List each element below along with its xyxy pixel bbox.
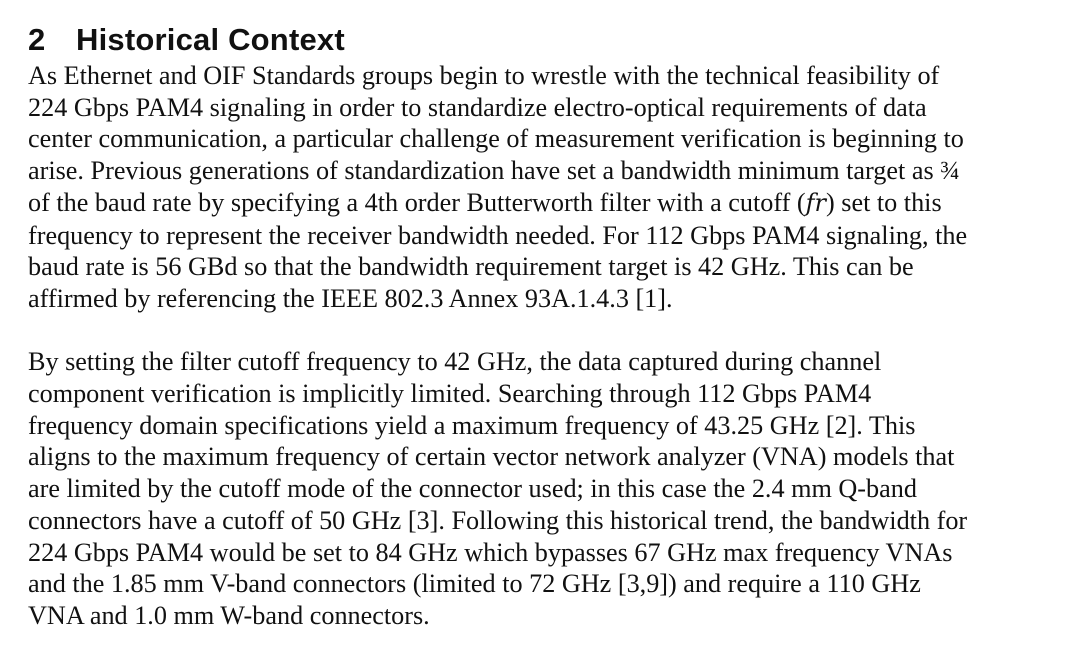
section-number: 2 [28,22,46,57]
paragraph-spacer [28,315,1068,347]
text-line: arise. Previous generations of standardi… [28,156,960,186]
text-line: affirmed by referencing the IEEE 802.3 A… [28,283,673,313]
text-segment: ) set to this [825,187,942,217]
text-segment: of the baud rate by specifying a 4th ord… [28,187,806,217]
text-line: aligns to the maximum frequency of certa… [28,442,955,472]
paragraph-2: By setting the filter cutoff frequency t… [28,346,1068,631]
text-line: As Ethernet and OIF Standards groups beg… [28,61,940,90]
section-heading: 2 Historical Context [28,20,1068,60]
text-line: 224 Gbps PAM4 would be set to 84 GHz whi… [28,537,953,567]
text-line: of the baud rate by specifying a 4th ord… [28,187,1068,220]
text-line: frequency domain specifications yield a … [28,410,916,440]
paragraph-1: As Ethernet and OIF Standards groups beg… [28,60,1068,315]
text-line: component verification is implicitly lim… [28,379,872,409]
text-line: frequency to represent the receiver band… [28,220,968,250]
text-line: center communication, a particular chall… [28,124,964,154]
text-line: and the 1.85 mm V-band connectors (limit… [28,569,921,599]
text-line: baud rate is 56 GBd so that the bandwidt… [28,252,914,282]
text-line: 224 Gbps PAM4 signaling in order to stan… [28,92,927,122]
text-line: VNA and 1.0 mm W-band connectors. [28,600,430,630]
document-page: 2 Historical Context As Ethernet and OIF … [28,20,1068,632]
math-symbol-fr: fr [805,188,826,217]
text-line: are limited by the cutoff mode of the co… [28,474,917,504]
section-title: Historical Context [76,22,345,57]
text-line: connectors have a cutoff of 50 GHz [3]. … [28,505,968,535]
text-line: By setting the filter cutoff frequency t… [28,347,882,377]
